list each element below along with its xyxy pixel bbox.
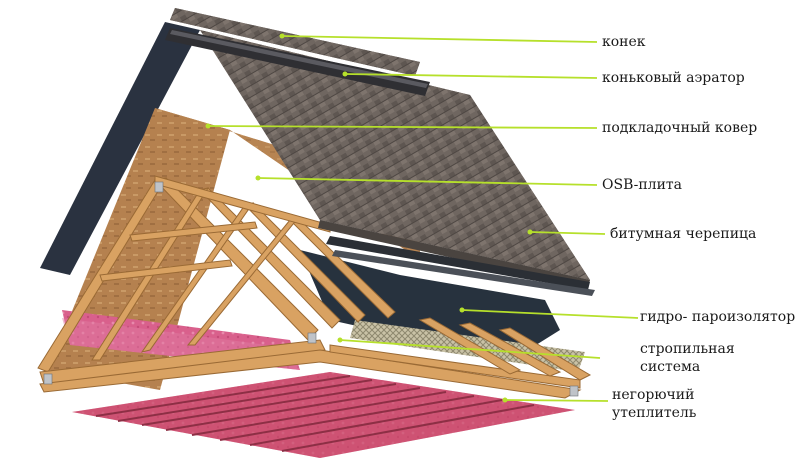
insulation-slab	[72, 372, 575, 458]
ridge-cap	[170, 8, 420, 76]
label-shingles: битумная черепица	[610, 226, 757, 242]
label-osb: OSB-плита	[602, 177, 682, 193]
label-rafters-line1: стропильная	[640, 341, 735, 357]
truss-brackets	[43, 181, 579, 397]
underlay-sheet	[40, 22, 200, 275]
label-membrane: гидро- пароизолятор	[640, 309, 796, 325]
label-insulation-line2: утеплитель	[612, 405, 697, 421]
label-ridge: конек	[602, 34, 646, 50]
leader-dots	[205, 33, 533, 403]
rafter-frame	[37, 175, 592, 399]
label-ridge-aerator: коньковый аэратор	[602, 70, 745, 86]
drip-edges	[326, 236, 595, 296]
label-insulation-line1: негорючий	[612, 387, 695, 403]
leader-lines	[207, 35, 639, 402]
membrane-sheet	[300, 250, 560, 355]
label-underlay: подкладочный ковер	[602, 120, 758, 136]
label-rafters-line2: система	[640, 359, 701, 375]
